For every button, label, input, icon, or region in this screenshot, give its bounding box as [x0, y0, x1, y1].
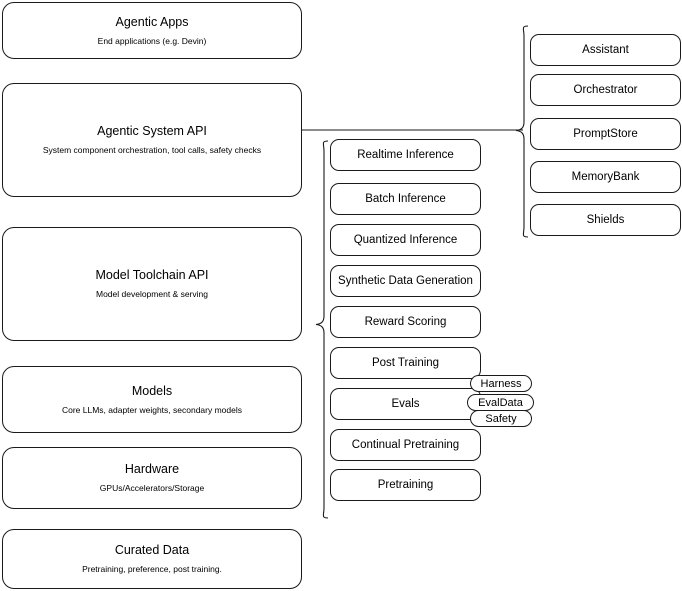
system-component-label: Assistant: [582, 43, 629, 56]
capability-evals[interactable]: Evals: [330, 388, 481, 420]
system-component-promptstore[interactable]: PromptStore: [530, 118, 681, 150]
system-components-brace: [515, 25, 529, 238]
layer-agentic-system-api[interactable]: Agentic System API System component orch…: [2, 83, 302, 197]
system-component-label: MemoryBank: [571, 170, 640, 183]
toolchain-capabilities-brace: [315, 140, 329, 519]
layer-title: Curated Data: [114, 543, 190, 558]
capability-label: Continual Pretraining: [351, 438, 460, 451]
layer-title: Hardware: [124, 462, 180, 477]
layer-subtitle: Pretraining, preference, post training.: [82, 564, 222, 574]
capability-post-training[interactable]: Post Training: [330, 347, 481, 379]
capability-label: Batch Inference: [365, 192, 446, 205]
capability-label: Post Training: [371, 356, 440, 369]
capability-pretraining[interactable]: Pretraining: [330, 469, 481, 501]
system-component-orchestrator[interactable]: Orchestrator: [530, 74, 681, 106]
layer-subtitle: Core LLMs, adapter weights, secondary mo…: [61, 404, 242, 415]
capability-label: Evals: [391, 397, 420, 410]
eval-pill-safety[interactable]: Safety: [470, 410, 532, 427]
capability-label: Realtime Inference: [357, 148, 454, 161]
capability-batch-inference[interactable]: Batch Inference: [330, 183, 481, 215]
layer-model-toolchain-api[interactable]: Model Toolchain API Model development & …: [2, 227, 302, 341]
layer-title: Agentic Apps: [115, 14, 189, 29]
layer-agentic-apps[interactable]: Agentic Apps End applications (e.g. Devi…: [2, 2, 302, 59]
layer-subtitle: System component orchestration, tool cal…: [42, 145, 262, 155]
capability-reward-scoring[interactable]: Reward Scoring: [330, 306, 481, 338]
system-component-label: Shields: [586, 213, 625, 226]
capability-label: Pretraining: [377, 478, 434, 491]
layer-subtitle: End applications (e.g. Devin): [97, 35, 207, 46]
layer-subtitle: GPUs/Accelerators/Storage: [99, 483, 205, 493]
eval-pill-evaldata[interactable]: EvalData: [467, 394, 534, 411]
system-component-shields[interactable]: Shields: [530, 204, 681, 236]
capability-label: Reward Scoring: [364, 315, 447, 328]
eval-pill-harness[interactable]: Harness: [470, 375, 532, 392]
system-component-label: Orchestrator: [573, 83, 638, 96]
capability-realtime-inference[interactable]: Realtime Inference: [330, 139, 481, 171]
capability-label: Synthetic Data Generation: [338, 274, 473, 287]
capability-synthetic-data-generation[interactable]: Synthetic Data Generation: [330, 265, 481, 297]
system-component-memorybank[interactable]: MemoryBank: [530, 161, 681, 193]
system-component-assistant[interactable]: Assistant: [530, 34, 681, 66]
layer-title: Model Toolchain API: [95, 268, 209, 283]
capability-label: Quantized Inference: [353, 233, 458, 246]
layer-hardware[interactable]: Hardware GPUs/Accelerators/Storage: [2, 447, 302, 509]
capability-quantized-inference[interactable]: Quantized Inference: [330, 224, 481, 256]
layer-subtitle: Model development & serving: [96, 289, 208, 299]
layer-models[interactable]: Models Core LLMs, adapter weights, secon…: [2, 366, 302, 433]
system-component-label: PromptStore: [573, 127, 638, 140]
capability-continual-pretraining[interactable]: Continual Pretraining: [330, 429, 481, 461]
layer-title: Models: [131, 383, 173, 398]
layer-title: Agentic System API: [97, 124, 207, 139]
layer-curated-data[interactable]: Curated Data Pretraining, preference, po…: [2, 529, 302, 589]
